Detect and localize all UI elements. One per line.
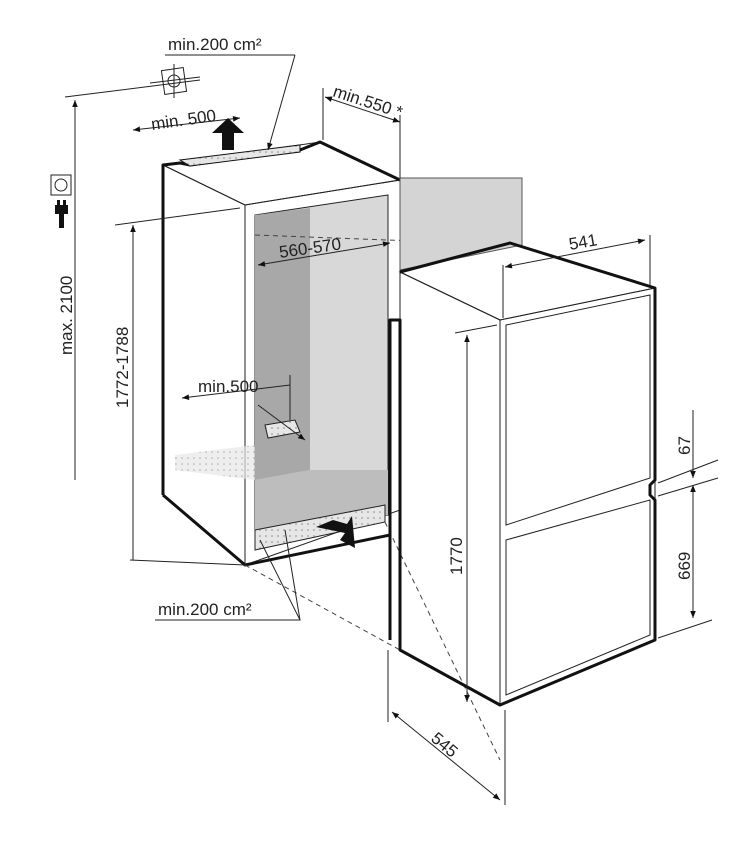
top-depth-label: min. 500: [150, 106, 217, 134]
appliance: [388, 241, 657, 707]
bottom-depth-label: min.500: [198, 377, 258, 396]
appliance-depth-label: 545: [427, 729, 461, 762]
max-height-label: max. 2100: [57, 276, 76, 355]
airflow-out-arrow: [212, 118, 244, 150]
water-connection-icon: [149, 64, 201, 98]
power-socket-icon: [50, 174, 72, 196]
door-clearance-label: min.550 *: [331, 82, 406, 122]
appliance-width-label: 541: [567, 230, 598, 254]
lower-door: [505, 499, 651, 696]
niche-height-label: 1772-1788: [113, 327, 132, 408]
appliance-height-label: 1770: [447, 537, 466, 575]
dimension-lines: [64, 79, 719, 805]
airflow-in-arrow: [316, 516, 355, 548]
top-vent-label: min.200 cm²: [168, 35, 262, 54]
gap-height-label: 67: [675, 436, 694, 455]
upper-door: [505, 294, 651, 526]
bottom-vent-label: min.200 cm²: [158, 600, 252, 619]
niche-cabinet: [161, 140, 521, 761]
power-plug-icon: [55, 200, 68, 228]
lower-door-height-label: 669: [675, 552, 694, 580]
